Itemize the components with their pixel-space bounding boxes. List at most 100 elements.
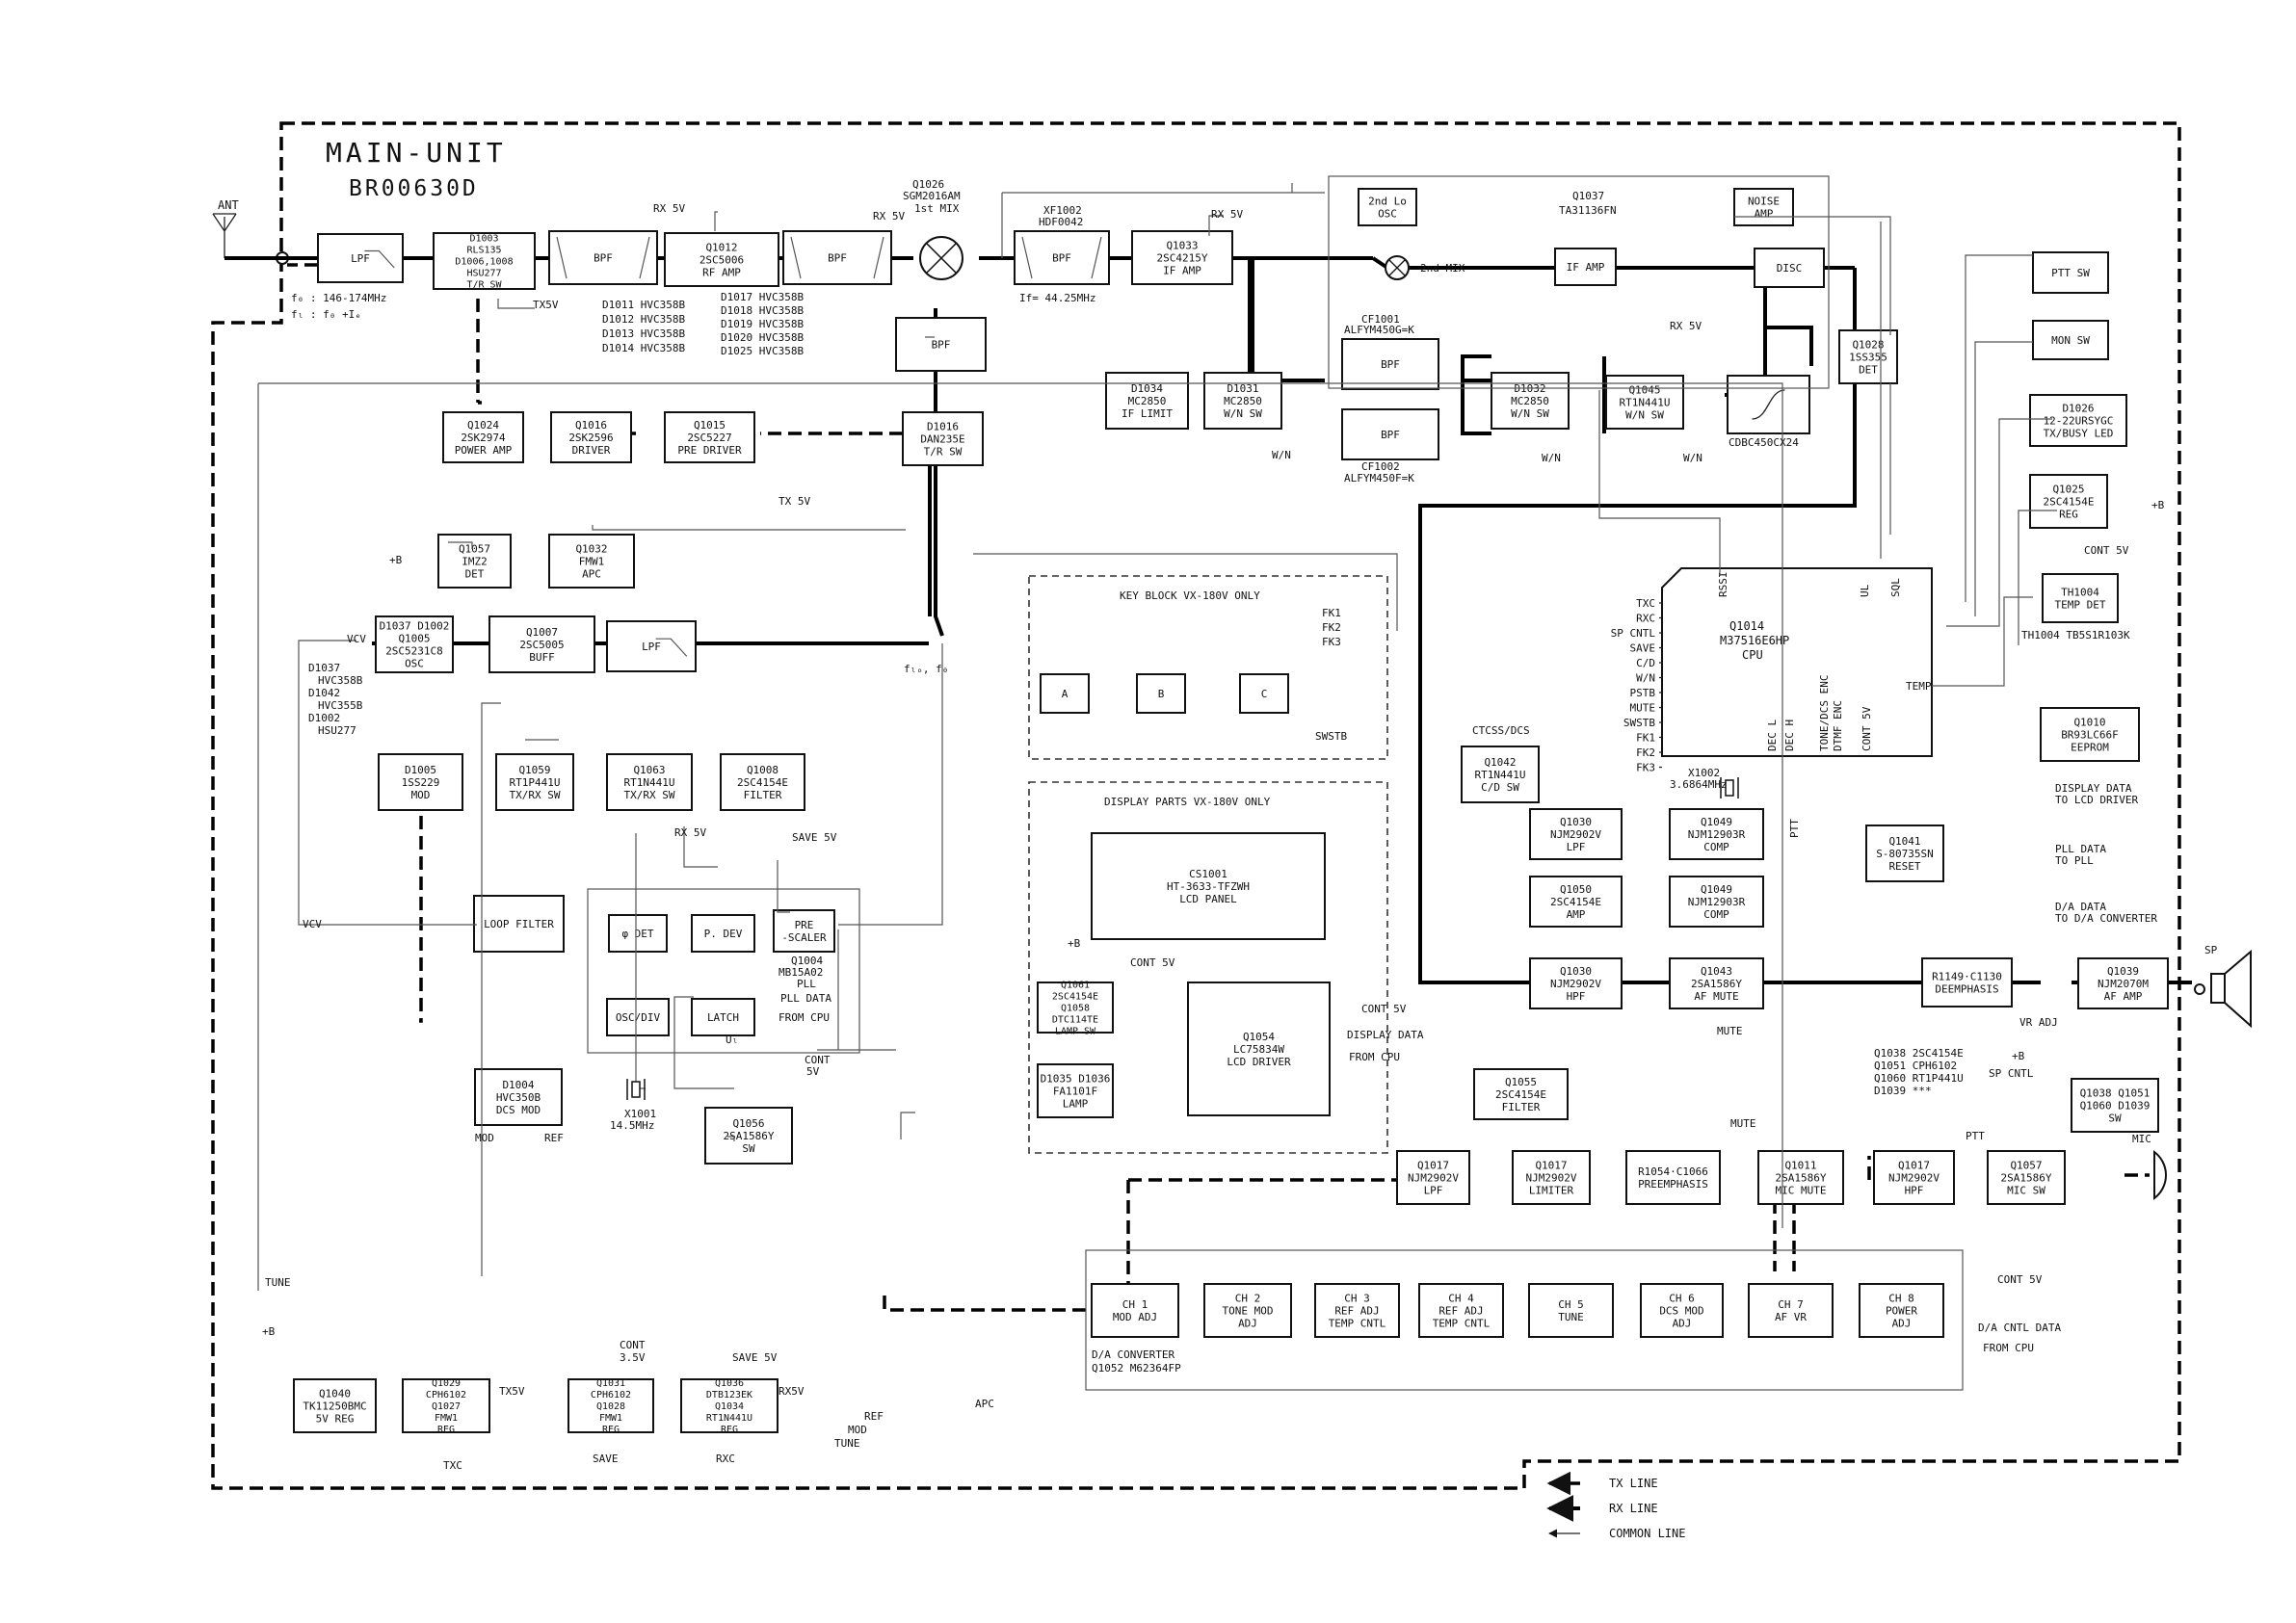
main-unit-border [211,121,2181,1490]
label-plusb_c: +B [2151,499,2165,511]
label-mix2: 2nd MIX [1420,262,1465,275]
block-q1041-line: S-80735SN [1876,848,1934,860]
block-cf1002-line: BPF [1381,429,1400,441]
label-vradj: VR ADJ [2019,1016,2058,1029]
block-pttsw: PTT SW [2032,251,2109,294]
block-q1017a-box [1396,1150,1470,1205]
block-ch7-box [1748,1283,1834,1338]
bandpass-symbol [556,236,650,279]
block-q1055-line: 2SC4154E [1495,1088,1546,1101]
block-d1004-line: DCS MOD [496,1104,541,1116]
block-q1061-line: 2SC4154E [1052,992,1098,1003]
block-ch6-line: CH 6 [1669,1292,1695,1304]
label-cf1001p: ALFYM450G=K [1344,324,1414,336]
label-cf1002: CF1002 [1361,460,1400,473]
dac-box [1085,1249,1964,1391]
cpu-bottom-pin-label: DTMF ENC [1832,700,1844,751]
label-sw_list1: Q1038 2SC4154E [1874,1047,1964,1060]
block-loop: LOOP FILTER [473,895,565,953]
block-bpf1: BPF [548,230,658,285]
block-q1061-line: LAMP SW [1055,1027,1096,1037]
block-ifamp2: IF AMP [1554,248,1617,286]
block-q1015-line: Q1015 [694,419,726,432]
block-q1045-box [1605,375,1684,430]
block-d1032-box [1491,372,1570,430]
block-cf1001: BPF [1341,338,1439,390]
block-q1061-line: DTC114TE [1052,1015,1098,1026]
block-d1032-line: W/N SW [1511,407,1549,420]
label-ul: Uₗ [726,1034,738,1046]
block-pres-box [773,909,835,953]
label-xf1002: XF1002 [1043,204,1082,217]
block-q1017c-line: Q1017 [1898,1159,1930,1171]
block-ch7-line: AF VR [1775,1311,1807,1323]
label-rxc: RXC [716,1453,735,1465]
legend-common: COMMON LINE [1609,1527,1685,1540]
block-ch1-line: CH 1 [1122,1298,1148,1311]
block-ch8-line: POWER [1886,1304,1917,1317]
block-q1017c-box [1873,1150,1955,1205]
block-q1056-line: Q1056 [732,1117,764,1130]
block-q1030a-line: Q1030 [1560,816,1592,828]
cpu-pin-label: RXC [1636,613,1655,625]
block-q1043-line: AF MUTE [1694,990,1738,1003]
block-q1024-line: POWER AMP [455,444,513,457]
unit-part-number: BR00630D [349,176,479,201]
block-q1050-line: AMP [1567,908,1586,921]
label-cont35_b: 3.5V [620,1351,646,1364]
block-q1054-line: LCD DRIVER [1227,1056,1291,1068]
label-swstb: SWSTB [1315,730,1347,743]
block-q1010-box [2040,707,2140,762]
block-bpf2-box [782,230,892,285]
block-q1007-line: Q1007 [526,626,558,639]
label-diodes6: D1018 HVC358B [721,304,804,317]
block-lpf2: LPF [606,620,697,672]
block-q1010-line: BR93LC66F [2061,728,2119,741]
second-mixer-icon [1385,255,1410,280]
label-vcv_a: VCV [347,633,366,645]
block-q1041-line: RESET [1888,860,1920,873]
cpu-right-pin-label: TEMP [1906,680,1932,693]
block-d1016-line: T/R SW [924,445,963,458]
block-q1016-line: DRIVER [572,444,611,457]
block-q1032-line: Q1032 [575,542,607,555]
block-q1007-box [488,615,595,673]
label-x1001: X1001 [624,1108,656,1120]
block-q1016-box [550,411,632,463]
block-d1034-box [1105,372,1189,430]
block-q1041-box [1865,825,1944,882]
block-q1008-line: FILTER [744,789,782,801]
block-q1049a-line: COMP [1703,841,1729,853]
label-vcv_b: VCV [303,918,322,930]
block-q1050-line: Q1050 [1560,883,1592,896]
block-q1016-line: Q1016 [575,419,607,432]
block-ch5-line: TUNE [1558,1311,1584,1323]
block-q1033-box [1131,230,1233,285]
label-sw_list3: Q1060 RT1P441U [1874,1072,1964,1085]
freq-lo-label: fₗ : f₀ +Iₑ [291,308,361,321]
label-plusb_b: +B [1068,937,1081,950]
block-q1036-line: Q1036 [715,1378,744,1389]
label-diodes3: D1013 HVC358B [602,327,685,340]
block-q1029-line: FMW1 [435,1413,458,1424]
block-deemph-line: R1149·C1130 [1932,970,2002,982]
block-cf1001-line: BPF [1381,358,1400,371]
block-keyB-line: B [1158,688,1165,700]
block-ch4-line: REF ADJ [1438,1304,1483,1317]
cpu-pin-label: W/N [1636,672,1655,685]
label-mod2: MOD [848,1424,867,1436]
block-q1049b-box [1669,876,1764,928]
